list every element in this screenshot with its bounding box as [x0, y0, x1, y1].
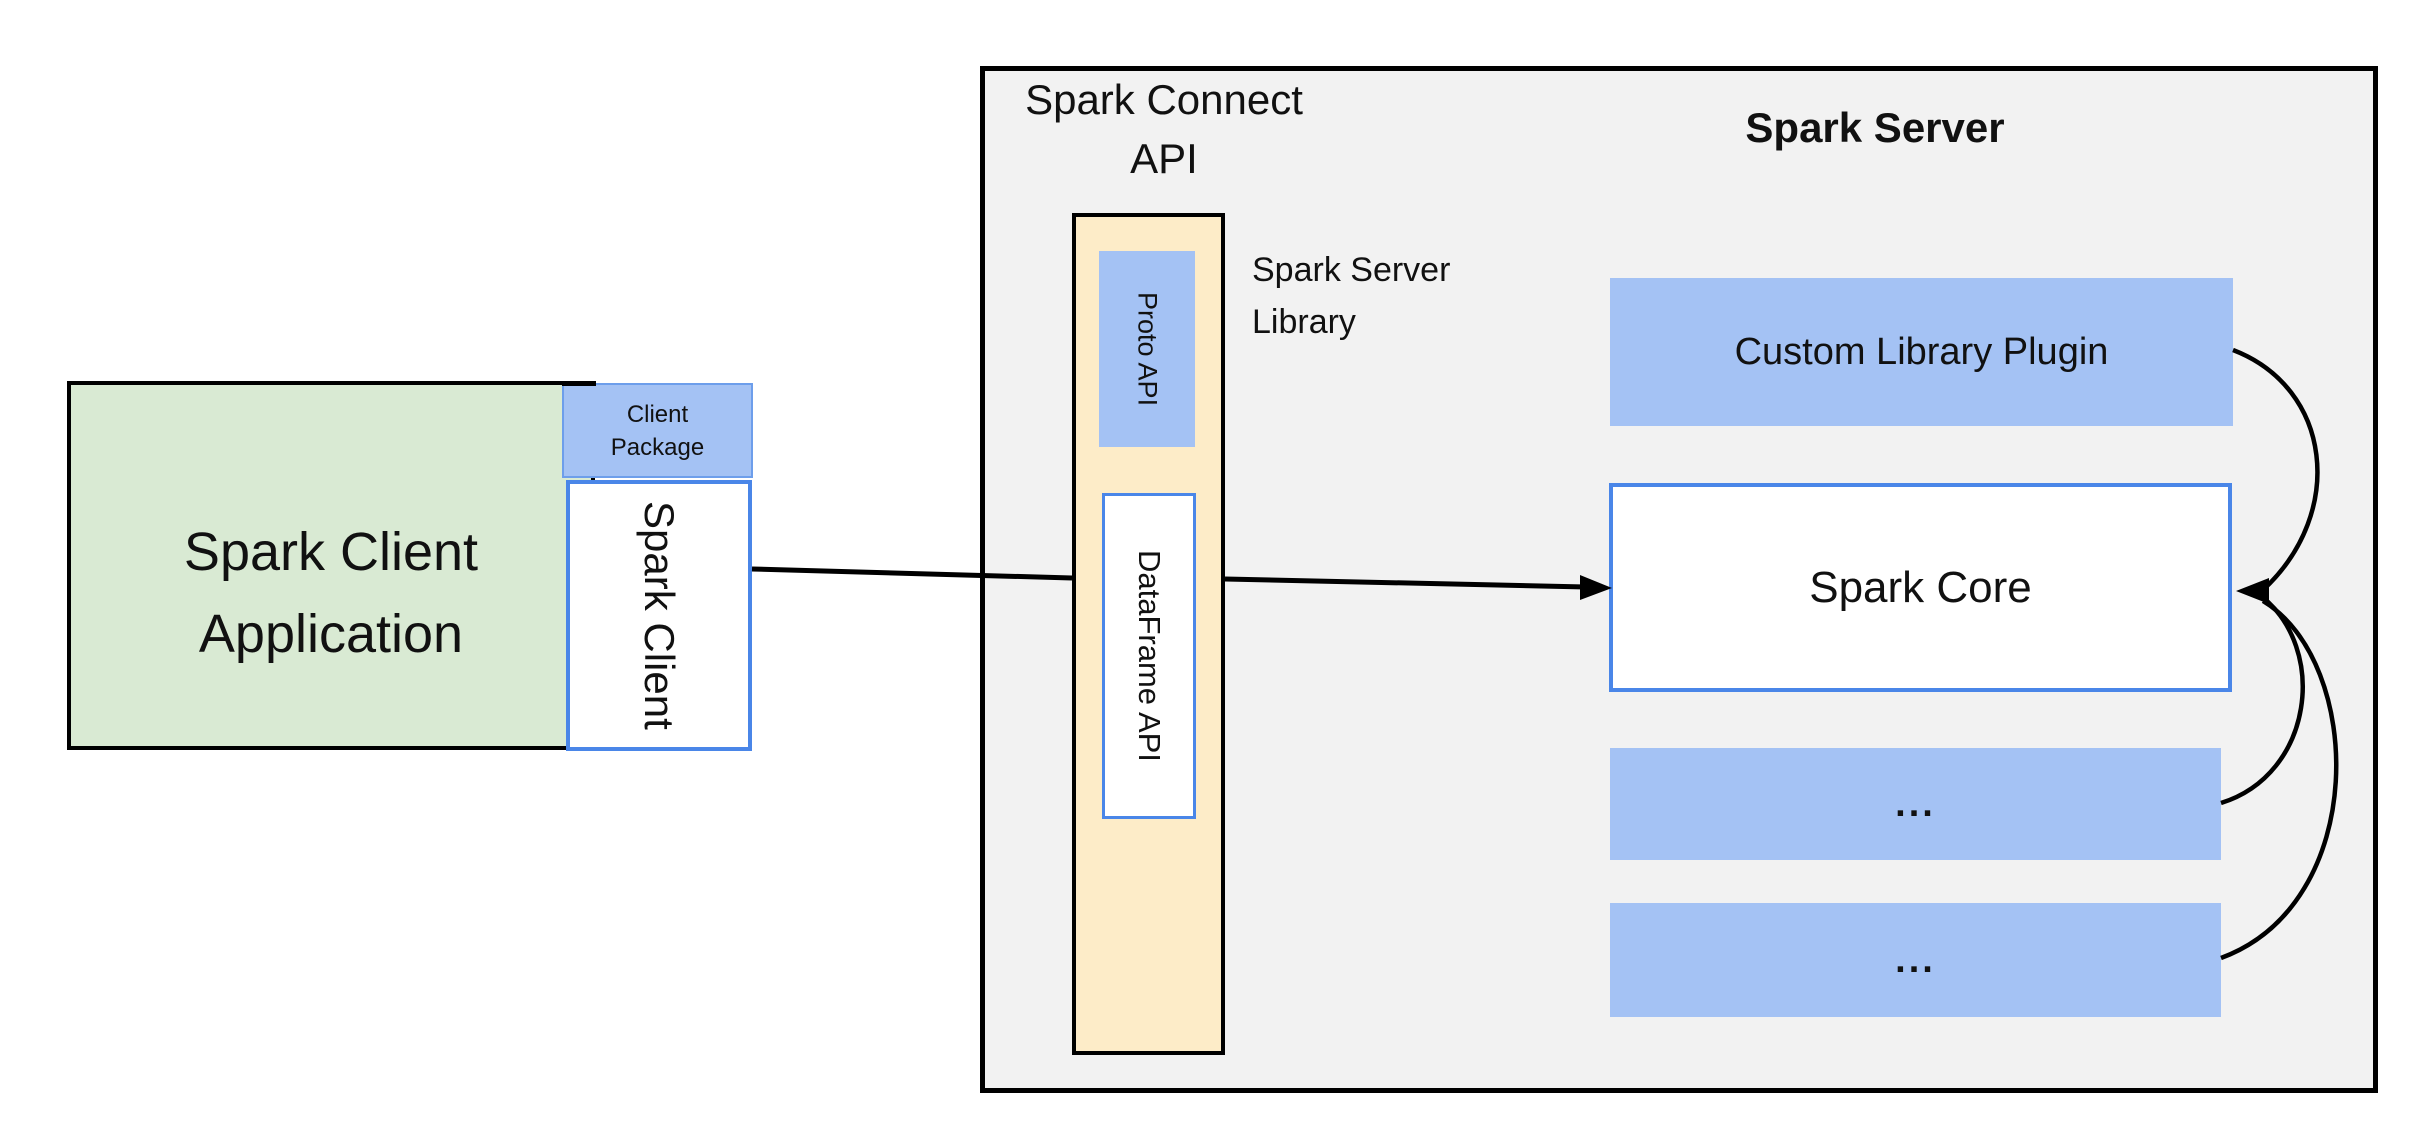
client-package-label-line1: Client	[626, 400, 689, 428]
spark-core-label: Spark Core	[1809, 562, 2032, 612]
custom-library-plugin-label: Custom Library Plugin	[1734, 330, 2109, 373]
spark-connect-api-title-line2: API	[1130, 135, 1198, 182]
spark-server-title: Spark Server	[1745, 104, 2005, 151]
spark-connect-api-title: Spark Connect API	[1014, 70, 1314, 188]
spark-client-application-title-line1: Spark Client	[183, 522, 479, 582]
spark-server-library-label: Spark Server Library	[1252, 244, 1572, 348]
custom-library-plugin-box: Custom Library Plugin	[1610, 278, 2233, 426]
spark-core-box: Spark Core	[1609, 483, 2232, 692]
more-plugins-box-2: ...	[1610, 903, 2221, 1017]
client-package-label-line2: Package	[610, 433, 705, 461]
spark-server-library-label-line1: Spark Server	[1252, 251, 1451, 289]
client-package-box: Client Package	[562, 383, 753, 478]
spark-connect-api-title-line1: Spark Connect	[1025, 76, 1303, 123]
more-plugins-label-2: ...	[1895, 938, 1936, 981]
spark-client-application-title-line2: Application	[198, 604, 464, 664]
proto-api-box: Proto API	[1099, 251, 1195, 447]
more-plugins-box-1: ...	[1610, 748, 2221, 860]
spark-client-label: Spark Client	[636, 501, 683, 730]
spark-server-library-label-line2: Library	[1252, 303, 1356, 341]
dataframe-api-box: DataFrame API	[1102, 493, 1196, 819]
proto-api-label: Proto API	[1132, 291, 1163, 407]
green-border-notch	[562, 381, 596, 386]
spark-client-box: Spark Client	[566, 480, 752, 751]
dataframe-api-label: DataFrame API	[1132, 550, 1167, 762]
spark-client-application-title: Spark Client Application	[71, 511, 591, 675]
spark-client-application-box: Spark Client Application	[67, 381, 595, 750]
more-plugins-label-1: ...	[1895, 782, 1936, 825]
